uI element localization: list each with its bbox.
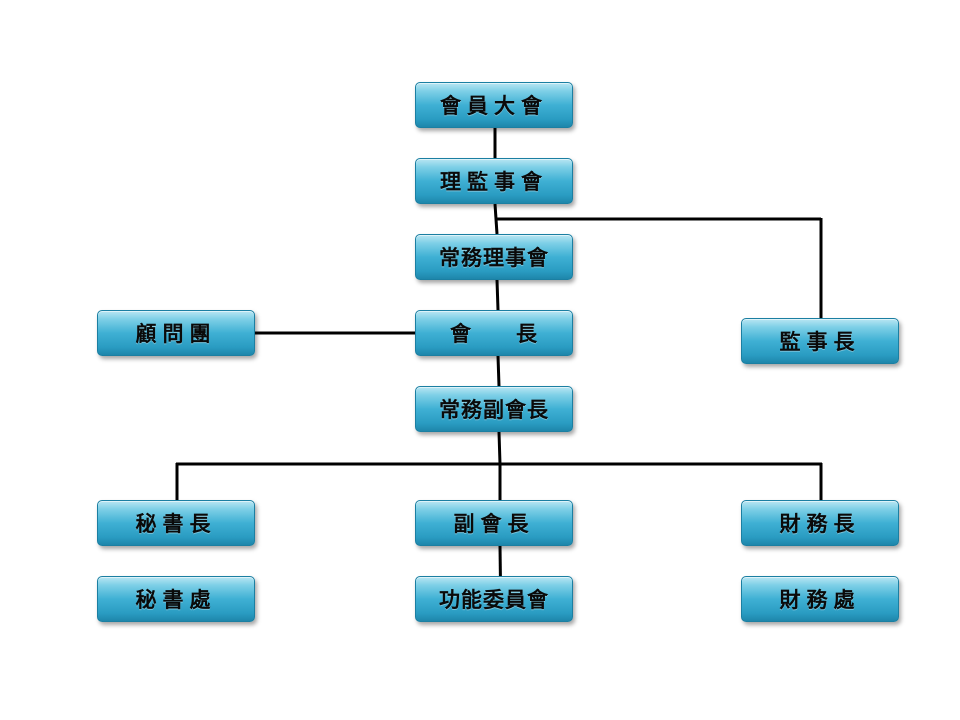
node-president[interactable]: 會 長 — [415, 310, 573, 356]
node-advisory-group[interactable]: 顧問團 — [97, 310, 255, 356]
node-label: 財務處 — [779, 587, 861, 612]
node-label: 會 長 — [450, 321, 538, 346]
node-general-assembly[interactable]: 會員大會 — [415, 82, 573, 128]
node-executive-vice-president[interactable]: 常務副會長 — [415, 386, 573, 432]
node-label: 理監事會 — [440, 169, 548, 194]
node-board-directors-supervisors[interactable]: 理監事會 — [415, 158, 573, 204]
node-label: 財務長 — [779, 511, 861, 536]
node-treasurer[interactable]: 財務長 — [741, 500, 899, 546]
node-label: 秘書長 — [135, 511, 217, 536]
node-secretary-general[interactable]: 秘書長 — [97, 500, 255, 546]
connector-standing-to-president — [495, 279, 500, 311]
node-vice-president[interactable]: 副會長 — [415, 500, 573, 546]
node-label: 副會長 — [453, 511, 535, 536]
node-finance-office[interactable]: 財務處 — [741, 576, 899, 622]
node-functional-committees[interactable]: 功能委員會 — [415, 576, 573, 622]
node-standing-board[interactable]: 常務理事會 — [415, 234, 573, 280]
connector-president-to-evp — [496, 355, 501, 387]
node-secretariat[interactable]: 秘書處 — [97, 576, 255, 622]
node-label: 功能委員會 — [439, 587, 549, 612]
node-chief-supervisor[interactable]: 監事長 — [741, 318, 899, 364]
node-label: 顧問團 — [135, 321, 217, 346]
node-label: 常務副會長 — [439, 397, 549, 422]
node-label: 常務理事會 — [439, 245, 549, 270]
node-label: 秘書處 — [135, 587, 217, 612]
connector-evp-to-branch — [497, 431, 502, 465]
node-label: 監事長 — [779, 329, 861, 354]
node-label: 會員大會 — [440, 93, 548, 118]
